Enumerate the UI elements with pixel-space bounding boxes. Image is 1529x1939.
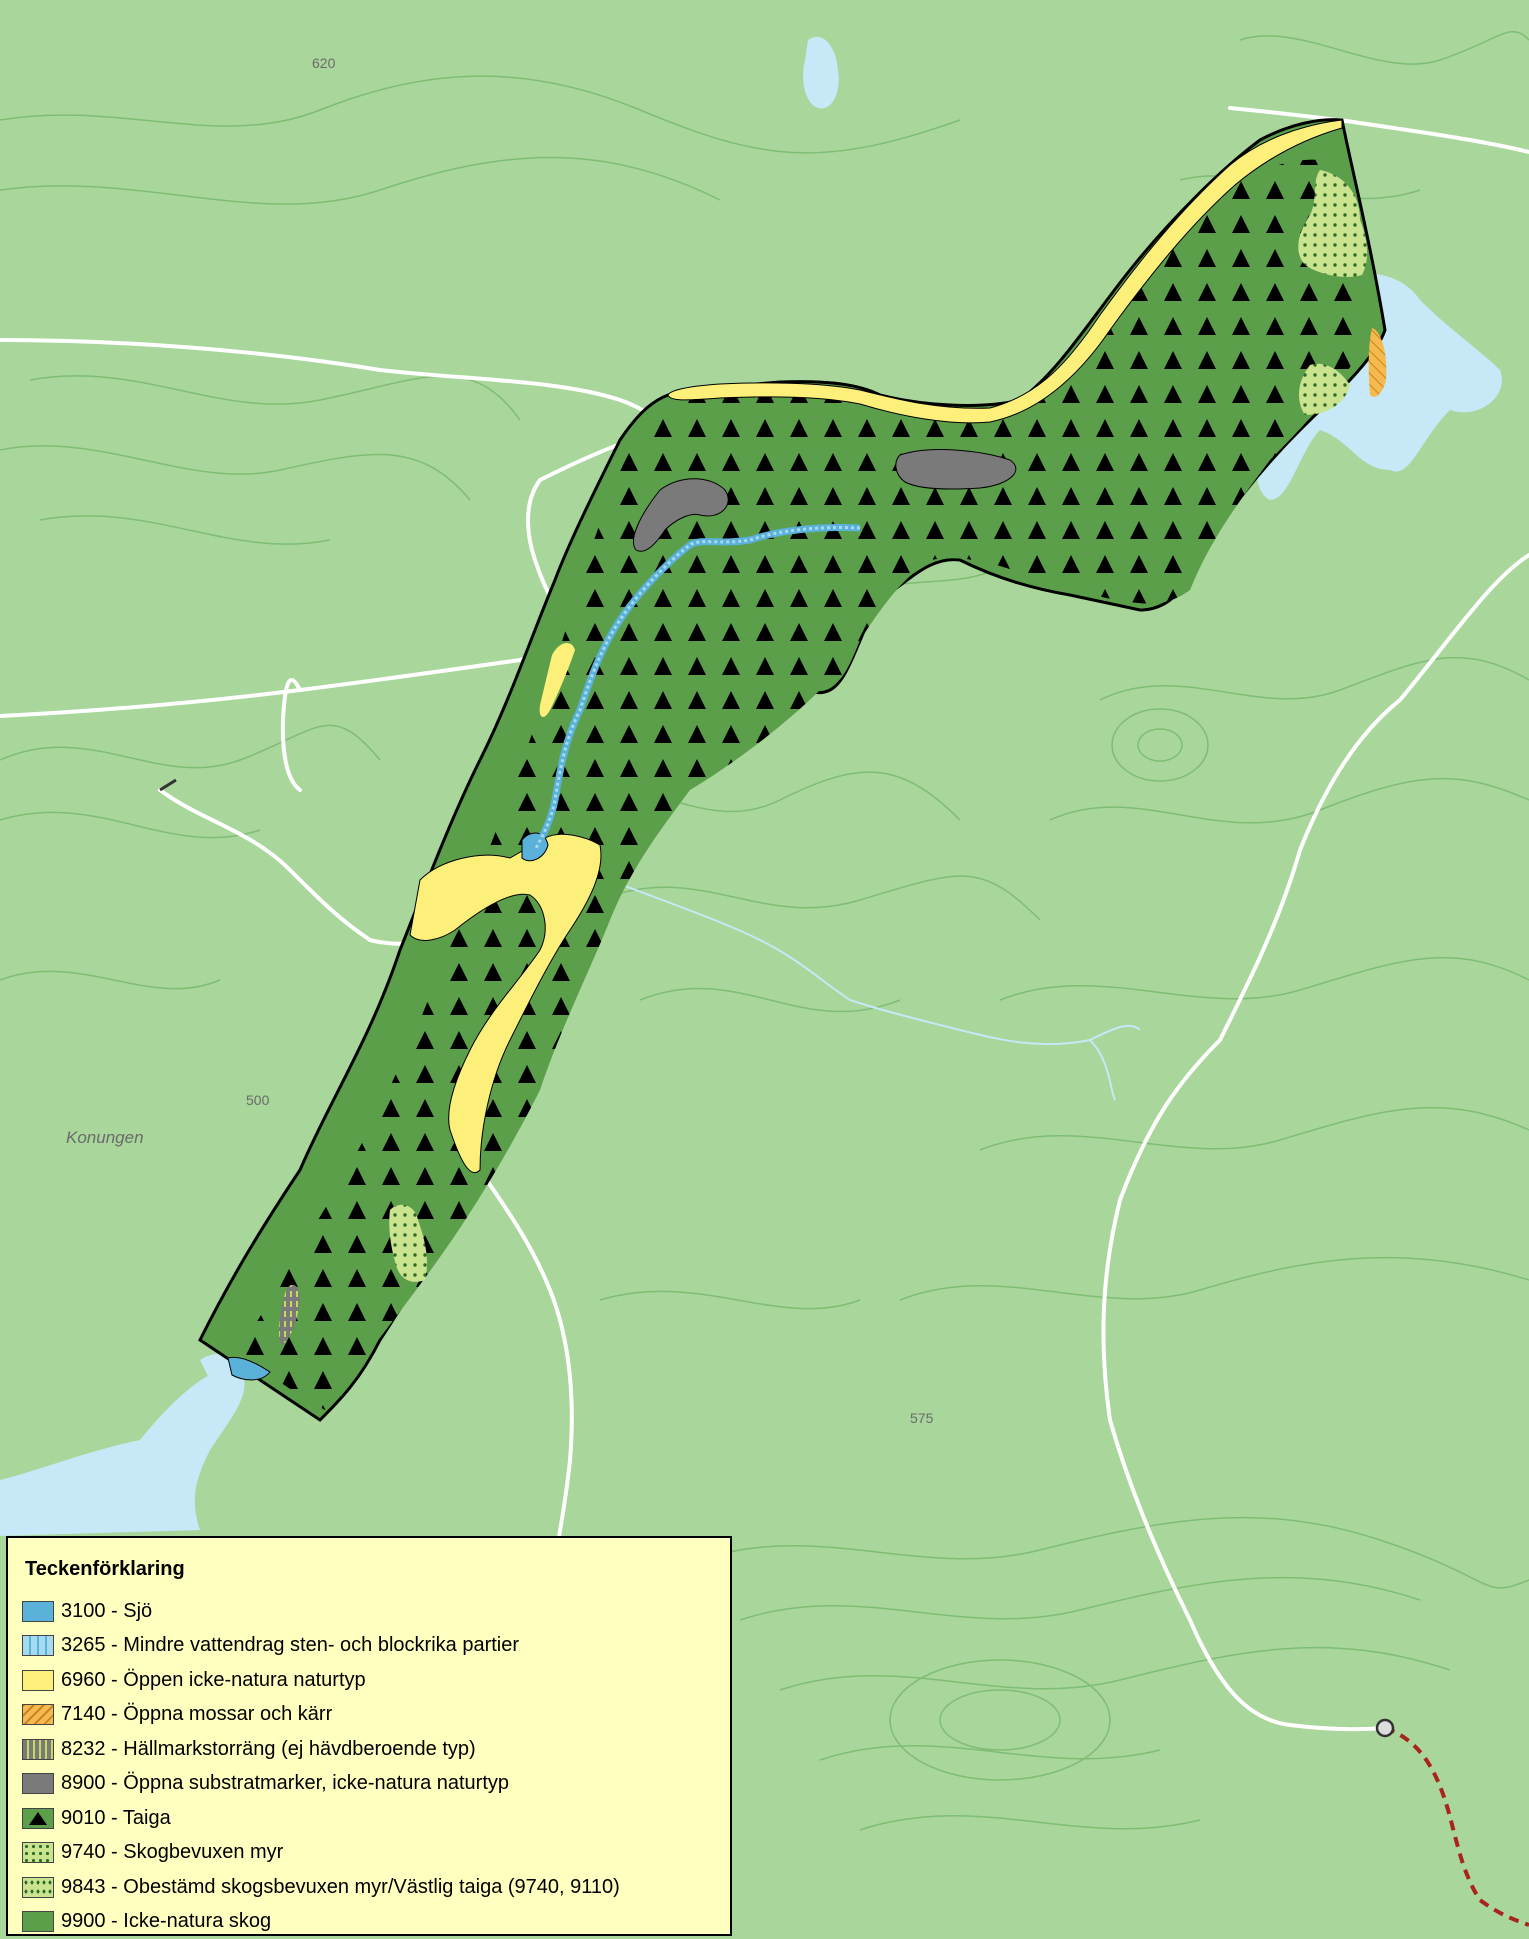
legend-rows: 3100 - Sjö 3265 - Mindre vattendrag sten-…	[22, 1594, 730, 1939]
legend-item: 3100 - Sjö	[22, 1594, 730, 1629]
legend-swatch	[22, 1635, 54, 1657]
legend-item-label: 7140 - Öppna mossar och kärr	[61, 1703, 333, 1726]
mire-south	[389, 1204, 428, 1282]
roads	[0, 106, 1529, 1732]
legend-item: 9843 - Obestämd skogsbevuxen myr/Västlig…	[22, 1870, 730, 1905]
substrate-area-east	[895, 449, 1017, 490]
legend-title: Teckenförklaring	[25, 1558, 185, 1580]
elevation-label-500: 500	[246, 1092, 270, 1108]
nature-reserve	[198, 118, 1387, 1422]
streams	[609, 879, 1141, 1101]
road-north	[1338, 118, 1529, 154]
mire-7140	[1368, 328, 1387, 397]
legend-swatch	[22, 1669, 54, 1691]
substrate-area-west	[633, 478, 729, 552]
lake-southwest	[0, 1368, 245, 1536]
legend-swatch	[22, 1600, 54, 1622]
legend-item-label: 9010 - Taiga	[61, 1806, 171, 1829]
legend-item-label: 8232 - Hällmarkstorräng (ej hävdberoende…	[61, 1737, 476, 1760]
road-east	[1101, 553, 1529, 1732]
legend-swatch	[22, 1773, 54, 1795]
legend-swatch	[22, 1876, 54, 1898]
legend-item-label: 9740 - Skogbevuxen myr	[61, 1841, 284, 1864]
legend-item: 6960 - Öppen icke-natura naturtyp	[22, 1663, 730, 1698]
reserve-taiga-9010	[240, 159, 1370, 1410]
open-area-west-strip	[539, 643, 575, 717]
legend-swatch	[22, 1738, 54, 1760]
road-spur	[280, 678, 302, 792]
legend-item: 8232 - Hällmarkstorräng (ej hävdberoende…	[22, 1732, 730, 1767]
trail-start-marker	[1375, 1718, 1395, 1738]
legend-item-label: 3100 - Sjö	[61, 1599, 153, 1622]
legend-item: 9010 - Taiga	[22, 1801, 730, 1836]
rock-8232	[279, 1284, 300, 1345]
lake-3100-south	[227, 1356, 271, 1381]
elevation-label-575: 575	[910, 1410, 934, 1426]
legend-item: 8900 - Öppna substratmarker, icke-natura…	[22, 1767, 730, 1802]
legend-item: 3265 - Mindre vattendrag sten- och block…	[22, 1629, 730, 1664]
legend-swatch	[22, 1704, 54, 1726]
elevation-label-620: 620	[312, 55, 336, 71]
road-southwest	[158, 788, 422, 946]
mire-north	[1298, 170, 1368, 277]
legend-item: 9740 - Skogbevuxen myr	[22, 1836, 730, 1871]
hiking-trail	[1384, 1726, 1529, 1927]
legend-swatch	[22, 1807, 54, 1829]
legend-item: 7140 - Öppna mossar och kärr	[22, 1698, 730, 1733]
legend-item-label: 3265 - Mindre vattendrag sten- och block…	[61, 1634, 520, 1657]
pond-north	[803, 36, 839, 109]
open-area-south-large	[409, 833, 602, 1173]
road-marker	[159, 778, 177, 792]
legend-item-label: 8900 - Öppna substratmarker, icke-natura…	[61, 1772, 510, 1795]
place-label-konungen: Konungen	[66, 1128, 144, 1147]
open-area-north-strip	[667, 119, 1343, 424]
legend-swatch	[22, 1911, 54, 1933]
legend-swatch	[22, 1842, 54, 1864]
mire-east	[1298, 363, 1350, 415]
map-legend: Teckenförklaring 3100 - Sjö 3265 - Mindre…	[6, 1536, 732, 1936]
legend-item: 9900 - Icke-natura skog	[22, 1905, 730, 1939]
legend-item-label: 9900 - Icke-natura skog	[61, 1910, 272, 1933]
legend-item-label: 6960 - Öppen icke-natura naturtyp	[61, 1668, 366, 1691]
road-west	[0, 338, 667, 432]
road-south	[478, 1168, 574, 1562]
legend-item-label: 9843 - Obestämd skogsbevuxen myr/Västlig…	[61, 1875, 620, 1898]
